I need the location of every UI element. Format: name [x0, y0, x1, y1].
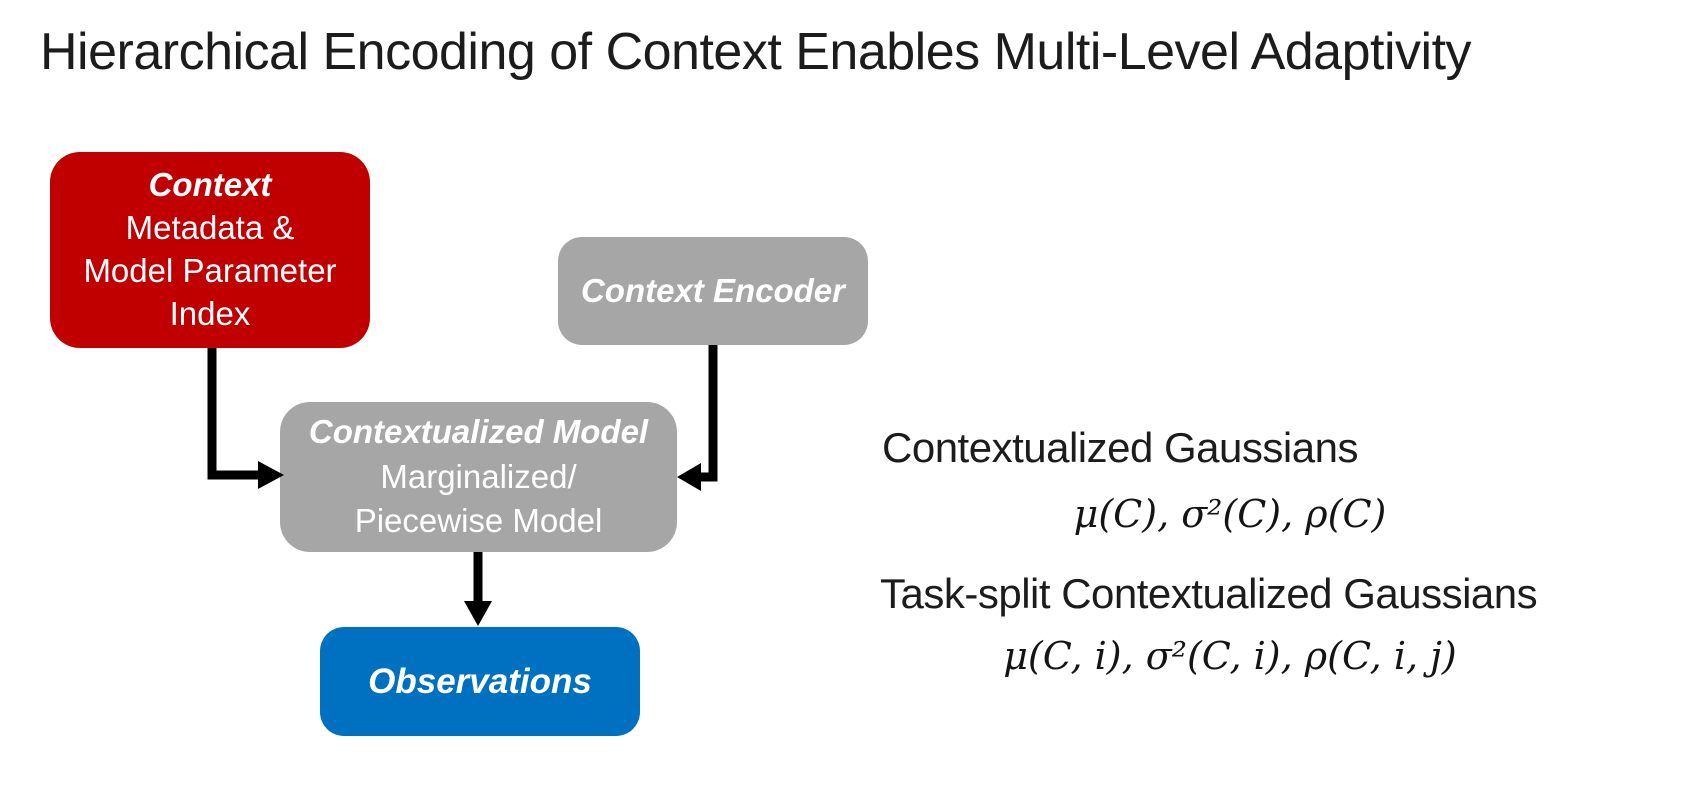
observations-box-title: Observations	[368, 661, 592, 701]
context-box-line: Index	[169, 294, 251, 332]
contextualized-model-box: Contextualized Model Marginalized/ Piece…	[280, 402, 677, 552]
gaussians-formula: μ(C), σ²(C), ρ(C)	[1073, 492, 1387, 536]
contextualized-model-box-title: Contextualized Model	[308, 412, 649, 450]
context-box-line: Model Parameter	[83, 252, 337, 289]
context-box-title: Context	[148, 166, 272, 204]
task-split-formula: μ(C, i), σ²(C, i), ρ(C, i, j)	[1003, 634, 1457, 678]
context-encoder-box: Context Encoder	[558, 237, 868, 345]
contextualized-model-box-line: Marginalized/	[380, 457, 577, 495]
context-box-line: Metadata &	[125, 209, 295, 247]
slide-title: Hierarchical Encoding of Context Enables…	[40, 23, 1472, 81]
context-encoder-box-title: Context Encoder	[580, 272, 846, 309]
observations-box: Observations	[320, 627, 640, 736]
arrow-encoder-to-model	[677, 345, 718, 491]
arrow-model-to-observations	[464, 552, 492, 626]
task-split-heading: Task-split Contextualized Gaussians	[880, 570, 1538, 617]
arrow-context-to-model	[207, 348, 284, 489]
contextualized-model-box-line: Piecewise Model	[354, 502, 603, 540]
context-box: Context Metadata & Model Parameter Index	[50, 152, 370, 348]
gaussians-heading: Contextualized Gaussians	[882, 424, 1358, 471]
